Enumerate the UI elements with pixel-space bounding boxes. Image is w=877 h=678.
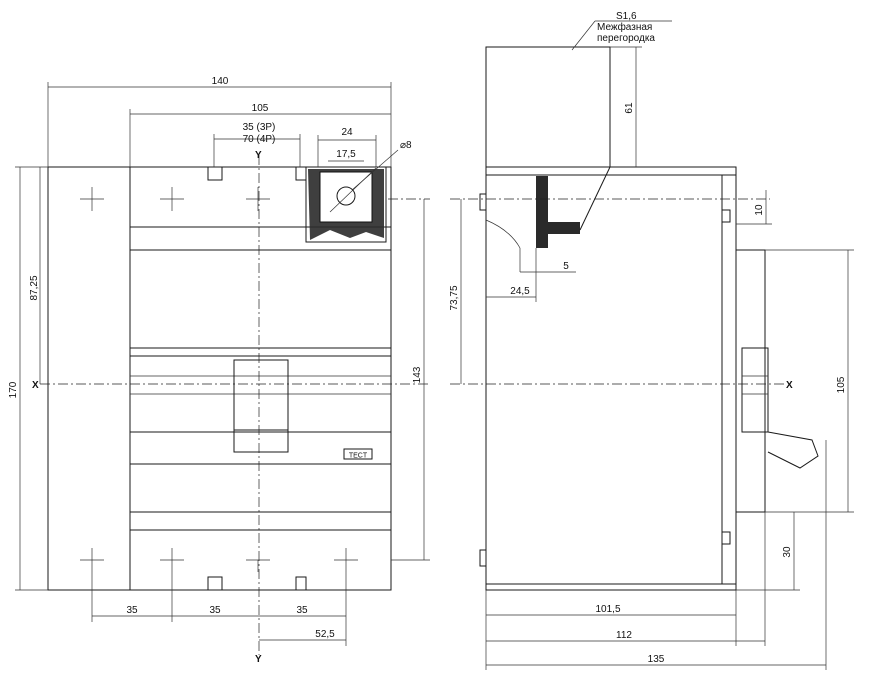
dim-10: 10	[754, 204, 765, 216]
dim-112: 112	[616, 630, 632, 641]
front-view: TECT X Y Y 140	[8, 76, 430, 665]
dim-24-5: 24,5	[510, 286, 530, 297]
top-terminal-block	[129, 167, 306, 228]
dim-73-75: 73,75	[449, 285, 460, 310]
terminal-hole	[336, 186, 356, 206]
terminal-lug	[305, 166, 387, 243]
dim-hole-8: ⌀8	[400, 140, 412, 151]
dim-pitch-2: 35	[209, 605, 221, 616]
axis-x-label: X	[32, 380, 39, 391]
dim-pitch-3: 35	[296, 605, 308, 616]
barrier-label-line1: Межфазная	[597, 21, 652, 33]
dim-135: 135	[648, 654, 665, 665]
axis-y-bottom-label: Y	[255, 654, 262, 665]
dim-17-5: 17,5	[336, 149, 356, 160]
mounting-holes	[80, 187, 358, 572]
test-button-label: TECT	[349, 453, 368, 460]
side-body-outline	[485, 166, 737, 591]
dim-101-5: 101,5	[595, 604, 620, 615]
dim-140: 140	[212, 76, 229, 87]
dim-pitch-1: 35	[126, 605, 138, 616]
dim-35-3p: 35 (3P)	[243, 122, 276, 133]
dim-30: 30	[782, 546, 793, 558]
dim-61: 61	[624, 102, 635, 114]
dim-5: 5	[563, 261, 569, 272]
axis-y-top-label: Y	[255, 150, 262, 161]
side-handle	[767, 431, 819, 469]
barrier-label-line2: перегородка	[597, 33, 655, 44]
dim-52-5: 52,5	[315, 629, 335, 640]
dim-143: 143	[412, 366, 423, 383]
dim-170: 170	[8, 381, 19, 398]
dim-70-4p: 70 (4P)	[243, 134, 276, 145]
barrier-thickness: S1,6	[616, 11, 637, 22]
test-button	[343, 448, 373, 460]
side-view: X S1,6 Межфазная перегородка 61 10 73,75…	[449, 11, 854, 670]
dim-87-25: 87,25	[29, 275, 40, 300]
handle	[233, 359, 289, 453]
phase-barrier	[485, 46, 611, 168]
dim-side-105: 105	[836, 376, 847, 393]
dim-105: 105	[252, 103, 269, 114]
dim-24: 24	[341, 127, 353, 138]
side-axis-x-label: X	[786, 380, 793, 391]
side-lug	[485, 166, 611, 272]
